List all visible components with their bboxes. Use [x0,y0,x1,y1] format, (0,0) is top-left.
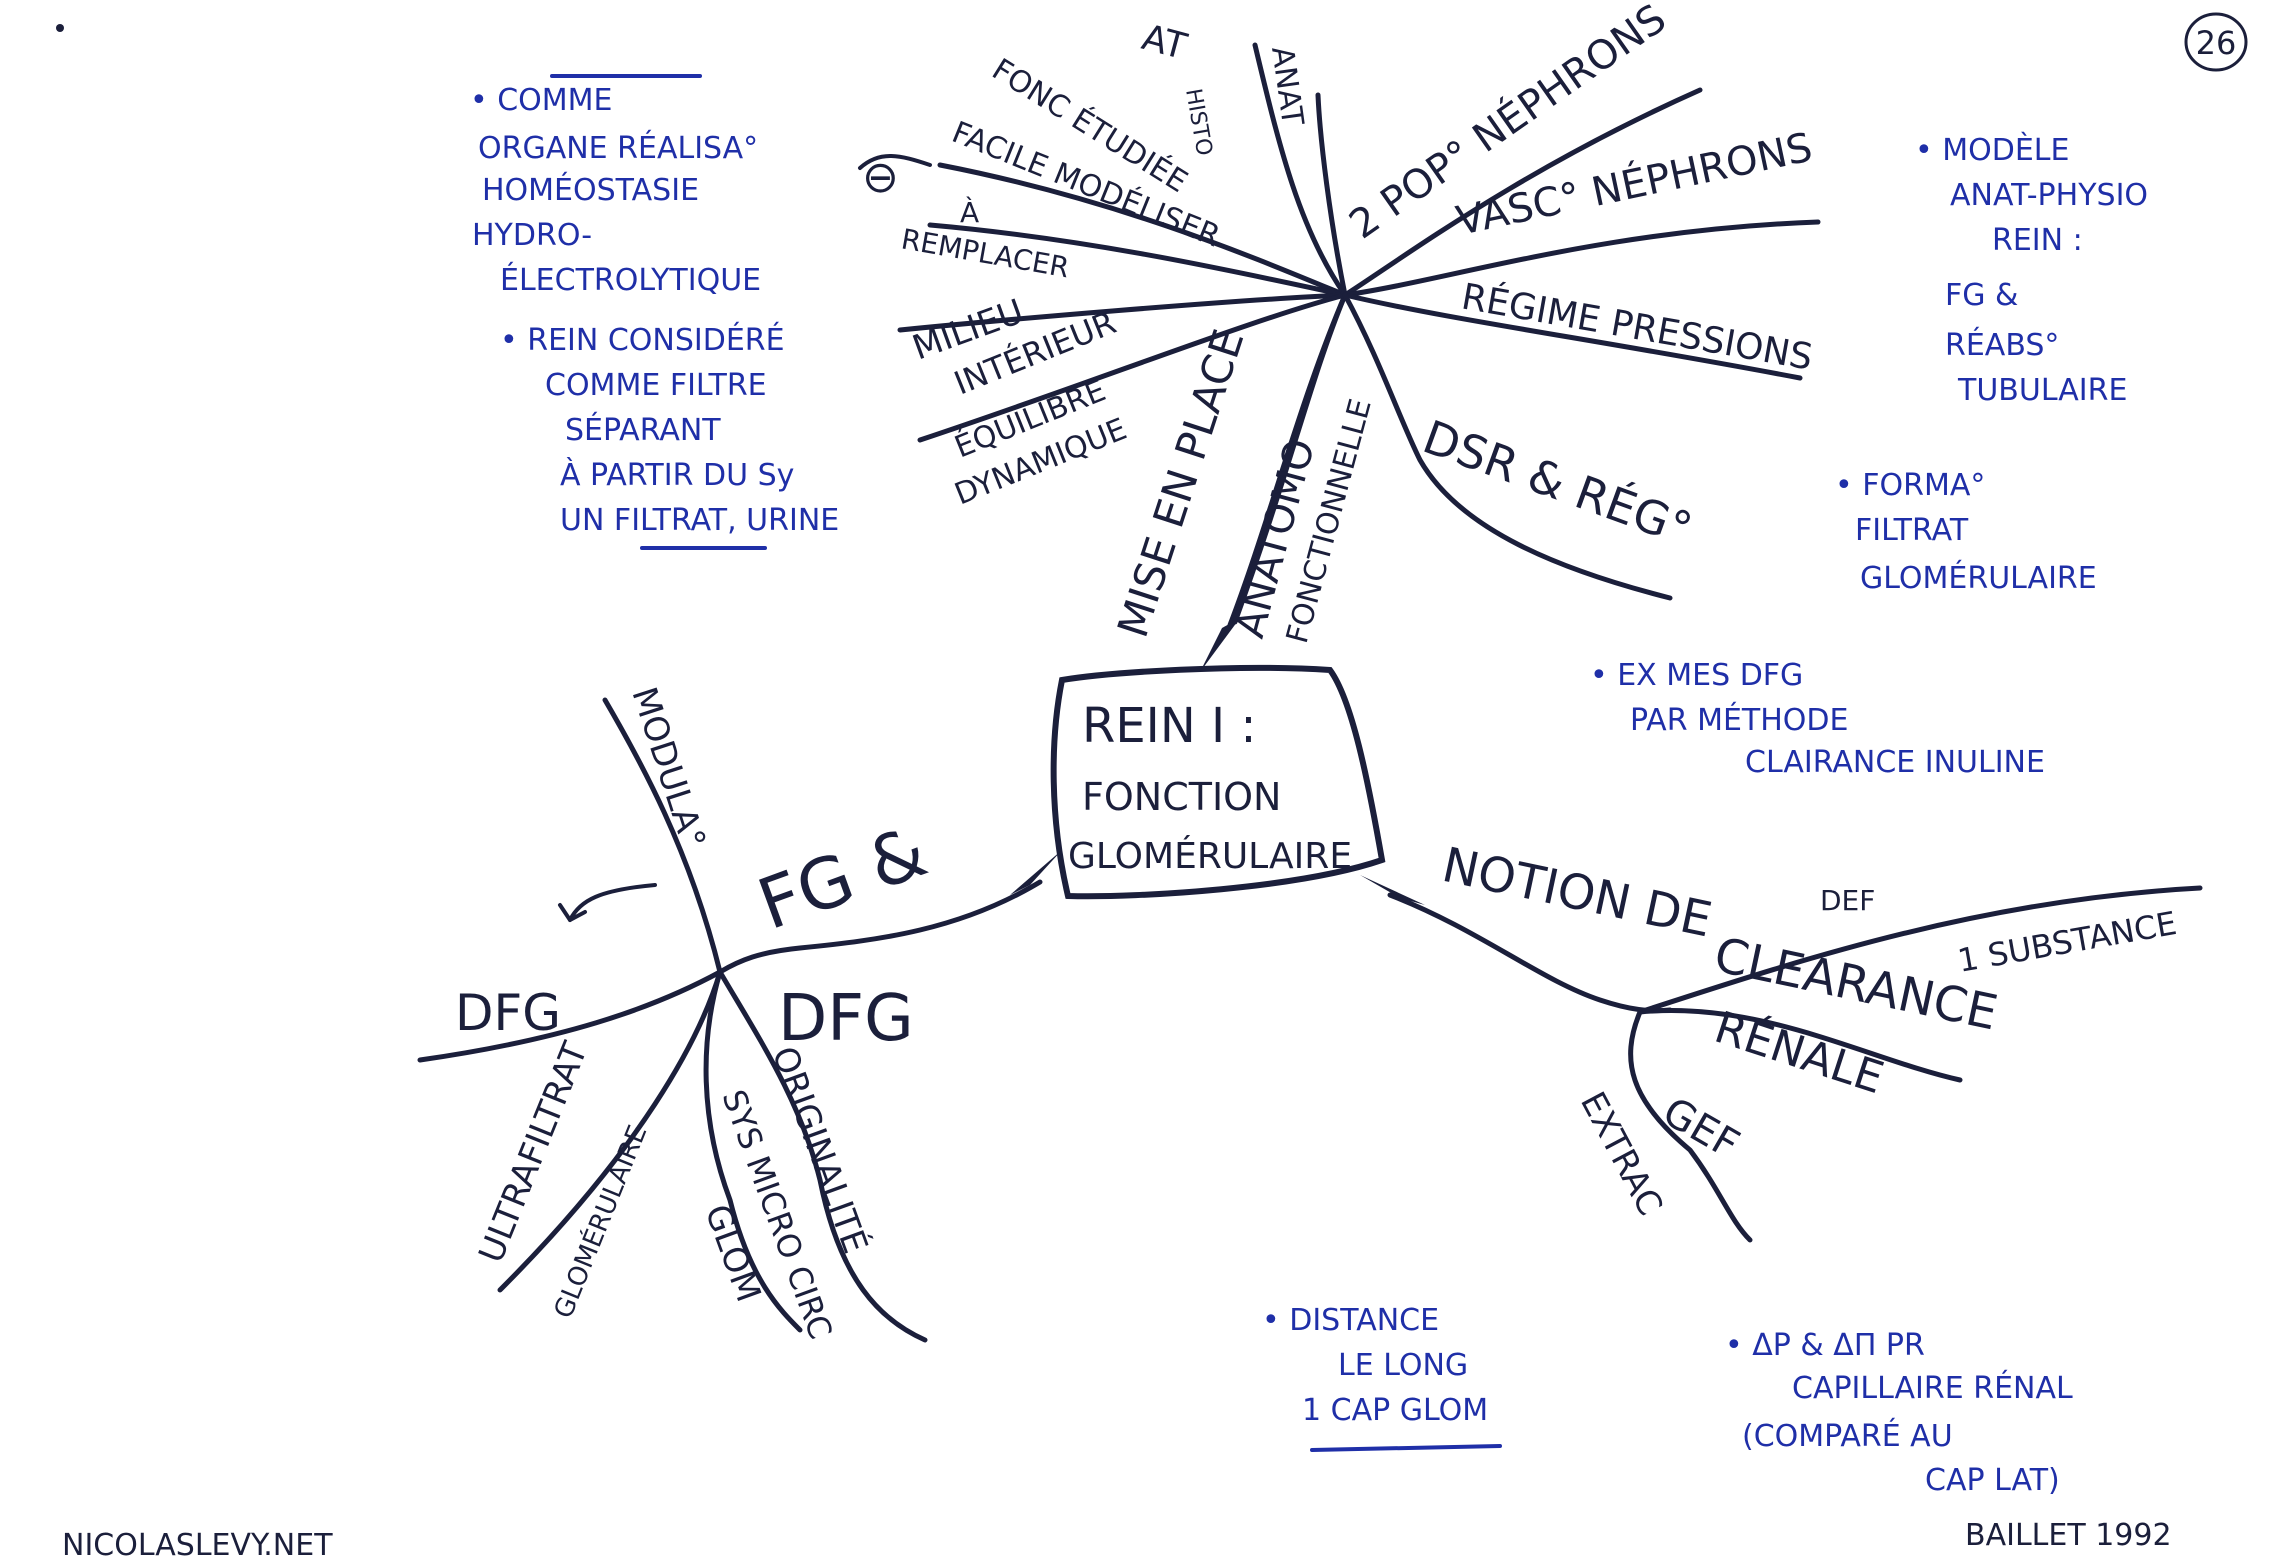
svg-text:COMME FILTRE: COMME FILTRE [545,368,767,403]
label-dsr-reg: DSR & RÉG° [1416,410,1699,557]
central-box [1050,664,1386,900]
svg-text:1 CAP GLOM: 1 CAP GLOM [1302,1393,1488,1428]
center-line2: FONCTION [1082,775,1281,819]
note-delta: • ΔP & ΔΠ PR CAPILLAIRE RÉNAL (COMPARÉ A… [1725,1328,2073,1498]
label-at: AT [1138,17,1192,68]
svg-text:À PARTIR DU Sy: À PARTIR DU Sy [560,457,794,493]
label-ultrafiltrat: ULTRAFILTRAT [471,1037,596,1269]
svg-text:CAPILLAIRE RÉNAL: CAPILLAIRE RÉNAL [1792,1370,2073,1406]
svg-text:• FORMA°: • FORMA° [1835,468,1985,503]
branch-anatomo [1232,292,1348,625]
label-dfg-main: DFG [778,982,914,1056]
svg-text:HOMÉOSTASIE: HOMÉOSTASIE [482,172,699,208]
left-hub-branches [417,697,928,1343]
note-ex-mes: • EX MES DFG PAR MÉTHODE CLAIRANCE INULI… [1590,658,2045,780]
label-notion-de: NOTION DE [1438,837,1717,949]
svg-text:SÉPARANT: SÉPARANT [565,412,721,448]
svg-text:FILTRAT: FILTRAT [1855,513,1969,548]
label-fg: FG & [748,810,937,946]
label-extrac: EXTRAC [1572,1085,1670,1222]
label-dfg: DFG [455,984,561,1042]
label-renale: RÉNALE [1709,1000,1891,1104]
svg-text:GLOMÉRULAIRE: GLOMÉRULAIRE [1860,560,2097,596]
root-fg [1010,850,1062,895]
label-def: DEF [1820,884,1875,917]
minus-icon: ⊖ [862,152,899,203]
svg-text:LE LONG: LE LONG [1338,1348,1468,1383]
top-hub-branches [858,42,1821,601]
note-distance: • DISTANCE LE LONG 1 CAP GLOM [1262,1303,1502,1452]
label-modula: MODULA° [623,682,713,853]
svg-text:• DISTANCE: • DISTANCE [1262,1303,1439,1338]
root-notion [1360,875,1425,905]
label-histo: HISTO [1180,87,1216,158]
label-mise-en-place: MISE EN PLACE [1108,324,1253,644]
svg-text:CLAIRANCE INULINE: CLAIRANCE INULINE [1745,745,2045,780]
label-gef: GEF [1655,1089,1747,1168]
footer-signature: BAILLET 1992 [1965,1518,2172,1553]
central-node: REIN I : FONCTION GLOMÉRULAIRE [1050,664,1386,900]
svg-text:TUBULAIRE: TUBULAIRE [1957,373,2127,408]
svg-text:RÉABS°: RÉABS° [1945,327,2059,363]
right-hub-branches [1628,885,2203,1243]
root-mise-en-place [1200,618,1240,672]
note-rein-considere: • REIN CONSIDÉRÉ COMME FILTRE SÉPARANT À… [500,322,839,550]
page-number-text: 26 [2196,24,2237,62]
page-number: 26 [2184,12,2248,72]
label-a: À [960,195,979,229]
svg-text:• MODÈLE: • MODÈLE [1915,132,2069,168]
svg-text:• ΔP & ΔΠ PR: • ΔP & ΔΠ PR [1725,1328,1925,1363]
svg-text:ANAT-PHYSIO: ANAT-PHYSIO [1950,178,2148,213]
note-modele: • MODÈLE ANAT-PHYSIO REIN : FG & RÉABS° … [1915,132,2148,408]
svg-text:FG &: FG & [1945,278,2018,313]
center-title: REIN I : [1082,698,1257,754]
note-formation: • FORMA° FILTRAT GLOMÉRULAIRE [1835,468,2097,596]
svg-text:• REIN CONSIDÉRÉ: • REIN CONSIDÉRÉ [500,322,785,358]
center-line3: GLOMÉRULAIRE [1068,835,1352,877]
svg-text:PAR MÉTHODE: PAR MÉTHODE [1630,702,1848,738]
svg-text:• EX MES DFG: • EX MES DFG [1590,658,1803,693]
svg-text:• COMME: • COMME [470,83,613,118]
svg-text:UN FILTRAT, URINE: UN FILTRAT, URINE [560,503,839,538]
svg-text:ORGANE RÉALISA°: ORGANE RÉALISA° [478,130,758,166]
svg-text:ÉLECTROLYTIQUE: ÉLECTROLYTIQUE [500,262,761,298]
note-organe: • COMME ORGANE RÉALISA° HOMÉOSTASIE HYDR… [470,74,761,298]
svg-text:HYDRO-: HYDRO- [472,218,592,253]
branch-fg [717,879,1043,975]
footer-website: NICOLASLEVY.NET [62,1528,333,1561]
svg-text:CAP LAT): CAP LAT) [1925,1463,2060,1498]
stray-dot [56,24,64,32]
svg-text:REIN :: REIN : [1992,223,2083,258]
svg-text:(COMPARÉ AU: (COMPARÉ AU [1742,1418,1953,1454]
